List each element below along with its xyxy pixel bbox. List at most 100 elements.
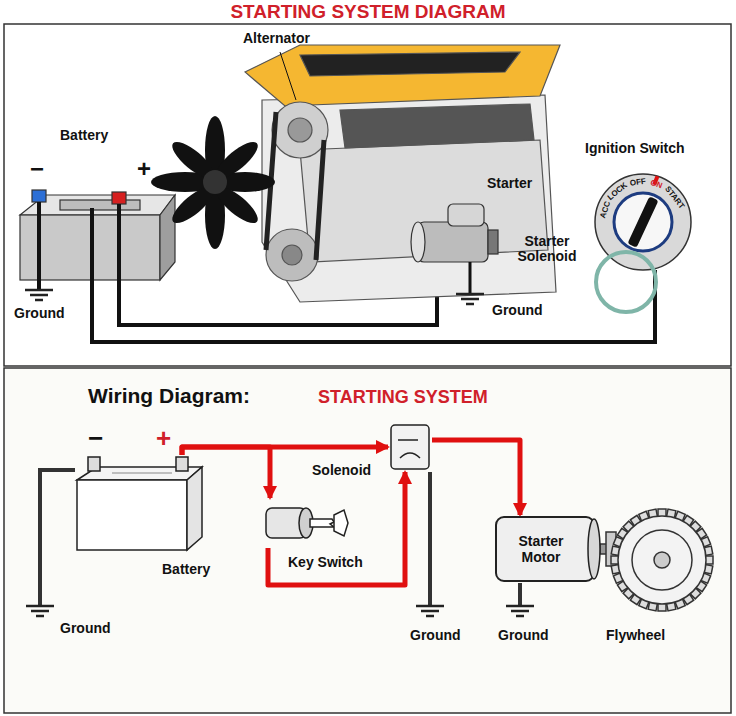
component-shape [388, 422, 432, 472]
ground-symbol [426, 615, 434, 618]
component-part [398, 439, 418, 441]
component-label: Battery [162, 561, 210, 577]
diagram-title: STARTING SYSTEM DIAGRAM [0, 2, 736, 23]
component-part [496, 517, 594, 581]
ground-symbol [416, 605, 444, 608]
part-label: Starter Solenoid [508, 234, 586, 265]
part-label: Ground [498, 628, 549, 643]
component-node: Battery [72, 455, 207, 555]
illustration-part [448, 204, 484, 226]
part-label: Ignition Switch [585, 141, 685, 156]
ground-symbol [516, 615, 524, 618]
illustration-part [160, 195, 175, 280]
part-label: Alternator [243, 31, 310, 46]
part-label: − [88, 424, 103, 453]
part-label: Ground [14, 306, 65, 321]
illustration-part [300, 52, 520, 76]
illustration-part [618, 516, 706, 604]
illustration-part [4, 24, 731, 366]
ground-symbol [26, 605, 54, 608]
ground-symbol [421, 610, 439, 613]
component-node: Solenoid [388, 422, 432, 472]
component-part [391, 425, 429, 469]
battery-illustration [20, 190, 175, 280]
component-shape [72, 455, 207, 555]
illustration-part [151, 116, 275, 249]
component-part [588, 519, 600, 579]
part-label: ACC [599, 200, 613, 219]
component-label: Solenoid [312, 462, 371, 478]
illustration-part [32, 190, 46, 202]
part-label: OFF [629, 178, 646, 189]
component-shape [258, 498, 350, 548]
component-node: Starter Motor [490, 515, 600, 583]
illustration-part [282, 245, 302, 265]
part-label: − [30, 156, 44, 182]
illustration-part [60, 200, 140, 210]
component-part [77, 480, 187, 550]
pinion-and-flywheel [600, 509, 713, 611]
component-part [112, 473, 172, 474]
illustration-part [518, 583, 522, 606]
ground-symbol [31, 610, 49, 613]
component-part [187, 467, 202, 550]
ground-symbol [506, 605, 534, 608]
illustration-part [112, 192, 126, 204]
component-part [400, 453, 420, 458]
ground-wire [469, 262, 472, 294]
ignition-switch-illustration [595, 174, 691, 312]
illustration-part [203, 170, 227, 194]
panels [4, 24, 731, 713]
illustration-part [40, 470, 75, 606]
illustration-part [288, 118, 312, 142]
part-label: Starter [487, 176, 532, 191]
component-part [176, 457, 188, 471]
engine-illustration [151, 45, 560, 302]
illustration-part [266, 112, 324, 260]
ground-symbol [30, 294, 48, 297]
illustration-part [418, 222, 488, 262]
illustration-part [272, 102, 328, 158]
ground-symbol [511, 610, 529, 613]
ground-symbol [466, 303, 474, 306]
part-label: + [137, 156, 151, 182]
ground-symbol [36, 615, 44, 618]
part-label: Ground [60, 621, 111, 636]
illustration-part [266, 229, 318, 281]
illustration-part [245, 45, 560, 106]
illustration-part [300, 140, 548, 262]
ground-symbol [25, 289, 53, 292]
illustration-part [262, 95, 556, 302]
component-label: Starter Motor [506, 533, 576, 565]
illustration-part [411, 222, 425, 262]
ground-symbols [25, 290, 534, 616]
ground-symbol [461, 298, 479, 301]
part-label: Battery [60, 128, 108, 143]
component-part [310, 519, 334, 527]
illustration-part [632, 530, 692, 590]
illustration-part [4, 368, 731, 713]
illustration-part [340, 104, 534, 148]
ground-symbol [456, 293, 484, 296]
illustration-part [611, 509, 713, 611]
part-label: + [156, 424, 171, 453]
illustration-part [614, 193, 672, 251]
illustration-part [37, 202, 41, 290]
part-label: Flywheel [606, 628, 665, 643]
power-wire [432, 440, 520, 515]
illustration-part [596, 252, 656, 312]
component-part [88, 457, 100, 471]
part-label: LOCK [606, 181, 629, 202]
component-part [334, 510, 348, 536]
part-label: Ground [492, 303, 543, 318]
illustration-part [280, 52, 296, 100]
component-label: Key Switch [288, 554, 363, 570]
illustration-part [488, 230, 498, 254]
illustration-part [627, 196, 658, 247]
illustration-part [654, 552, 670, 568]
illustration-part [428, 472, 432, 606]
